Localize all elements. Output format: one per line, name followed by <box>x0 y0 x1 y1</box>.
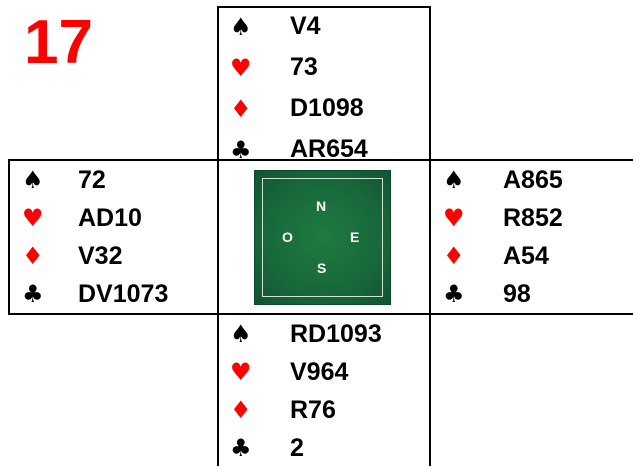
hand-west: ♠ 72 ♥ AD10 ♦ V32 ♣ DV1073 <box>22 161 168 313</box>
spade-icon: ♠ <box>22 166 44 194</box>
suit-row: ♦ R76 <box>230 391 382 429</box>
heart-icon: ♥ <box>230 53 252 82</box>
divider <box>8 159 10 315</box>
divider <box>429 6 431 466</box>
diamond-icon: ♦ <box>22 242 44 270</box>
cards: DV1073 <box>78 279 169 308</box>
cards: V964 <box>290 357 349 386</box>
suit-row: ♥ V964 <box>230 353 382 391</box>
club-icon: ♣ <box>443 280 465 308</box>
spade-icon: ♠ <box>230 320 252 348</box>
suit-row: ♣2 <box>230 429 382 467</box>
heart-icon: ♥ <box>230 358 252 386</box>
table-border <box>262 178 383 297</box>
hand-south: ♠RD1093 ♥V964 ♦R76 ♣2 <box>230 315 382 467</box>
cards: 72 <box>78 165 106 194</box>
heart-icon: ♥ <box>22 204 44 232</box>
diamond-icon: ♦ <box>230 94 252 123</box>
cards: D1098 <box>290 94 364 122</box>
cards: V4 <box>290 12 321 40</box>
suit-row: ♥ 73 <box>230 47 368 88</box>
bridge-table: N O E S <box>254 170 391 305</box>
heart-icon: ♥ <box>443 204 465 232</box>
cards: 2 <box>290 433 304 462</box>
compass-north: N <box>316 198 327 214</box>
club-icon: ♣ <box>230 135 252 164</box>
compass-east: E <box>350 229 360 245</box>
cards: AD10 <box>78 203 142 232</box>
cards: A54 <box>503 241 549 270</box>
diamond-icon: ♦ <box>230 396 252 424</box>
cards: R852 <box>503 203 563 232</box>
cards: AR654 <box>290 135 368 163</box>
suit-row: ♠ V4 <box>230 6 368 47</box>
suit-row: ♥ AD10 <box>22 199 168 237</box>
spade-icon: ♠ <box>230 12 252 41</box>
cards: RD1093 <box>290 319 382 348</box>
suit-row: ♣ AR654 <box>230 129 368 170</box>
deal-number: 17 <box>24 8 93 77</box>
club-icon: ♣ <box>230 434 252 462</box>
cards: 98 <box>503 279 531 308</box>
divider <box>8 159 633 161</box>
suit-row: ♠ 72 <box>22 161 168 199</box>
divider <box>217 6 431 8</box>
suit-row: ♠ A865 <box>443 161 563 199</box>
diamond-icon: ♦ <box>443 242 465 270</box>
hand-north: ♠ V4 ♥ 73 ♦ D1098 ♣ AR654 <box>230 6 368 170</box>
cards: R76 <box>290 395 336 424</box>
compass-south: S <box>317 260 327 276</box>
suit-row: ♠ RD1093 <box>230 315 382 353</box>
compass-west: O <box>282 229 293 245</box>
cards: 73 <box>290 53 318 81</box>
cards: A865 <box>503 165 563 194</box>
suit-row: ♥ R852 <box>443 199 563 237</box>
suit-row: ♦ V32 <box>22 237 168 275</box>
suit-row: ♦ D1098 <box>230 88 368 129</box>
hand-east: ♠ A865 ♥ R852 ♦ A54 ♣ 98 <box>443 161 563 313</box>
cards: V32 <box>78 241 123 270</box>
divider <box>8 313 633 315</box>
club-icon: ♣ <box>22 280 44 308</box>
suit-row: ♦ A54 <box>443 237 563 275</box>
suit-row: ♣ DV1073 <box>22 275 168 313</box>
spade-icon: ♠ <box>443 166 465 194</box>
suit-row: ♣ 98 <box>443 275 563 313</box>
divider <box>217 6 219 466</box>
